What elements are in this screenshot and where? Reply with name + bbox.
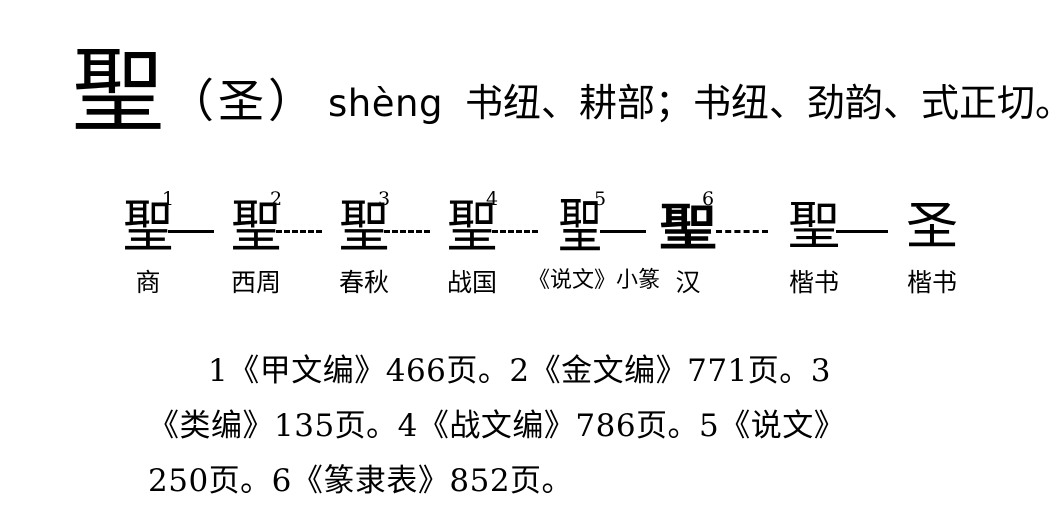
evolution-glyph-7: 聖 — [787, 197, 840, 257]
evolution-superscript-6: 6 — [702, 188, 715, 210]
source-citation-footnotes: 1《甲文编》466页。2《金文编》771页。3 《类编》135页。4《战文编》7… — [148, 344, 938, 509]
evolution-glyph-4: 聖 — [447, 194, 497, 260]
evolution-label-2: 西周 — [230, 268, 281, 297]
evolution-label-6: 汉 — [675, 268, 701, 297]
evolution-connector-6 — [716, 230, 768, 233]
evolution-glyph-box-7: 聖 — [762, 186, 866, 268]
evolution-glyph-8: 圣 — [905, 197, 958, 257]
evolution-connector-1 — [168, 230, 214, 233]
evolution-connector-2 — [276, 230, 322, 233]
headword-line: 聖 （ 圣 ） shèng 书纽、耕部；书纽、劲韵、式正切。 — [72, 38, 1061, 145]
evolution-label-4: 战国 — [446, 268, 497, 297]
evolution-superscript-5: 5 — [594, 188, 607, 210]
variant-close-paren: ） — [268, 74, 315, 128]
evolution-item-8: 圣楷书 — [880, 186, 984, 312]
evolution-superscript-3: 3 — [378, 188, 391, 210]
evolution-glyph-1: 聖 — [123, 194, 173, 260]
evolution-connector-3 — [384, 230, 430, 233]
footnote-line-1: 1《甲文编》466页。2《金文编》771页。3 — [208, 353, 832, 389]
evolution-superscript-2: 2 — [270, 188, 283, 210]
evolution-label-8: 楷书 — [906, 268, 957, 297]
evolution-superscript-4: 4 — [486, 188, 499, 210]
footnote-line-2: 《类编》135页。4《战文编》786页。5《说文》 — [148, 408, 846, 444]
evolution-item-7: 聖楷书 — [762, 186, 866, 312]
fanqie-phonology-note: 书纽、耕部；书纽、劲韵、式正切。 — [464, 81, 1061, 125]
evolution-label-7: 楷书 — [788, 268, 839, 297]
evolution-glyph-2: 聖 — [231, 194, 281, 260]
evolution-glyph-box-8: 圣 — [880, 186, 984, 268]
evolution-connector-4 — [492, 230, 538, 233]
headword-traditional-character: 聖 — [72, 38, 165, 145]
variant-open-paren: （ — [168, 74, 215, 128]
evolution-glyph-6: 聖 — [659, 197, 717, 257]
headword-simplified-character: 圣 — [218, 74, 265, 128]
evolution-connector-5 — [600, 230, 646, 233]
footnote-line-3: 250页。6《篆隶表》852页。 — [148, 463, 574, 499]
pinyin-reading: shèng — [328, 82, 443, 125]
evolution-label-5: 《说文》小篆 — [528, 268, 661, 293]
evolution-label-1: 商 — [135, 268, 161, 297]
evolution-connector-7 — [836, 230, 888, 233]
evolution-superscript-1: 1 — [162, 188, 175, 210]
evolution-glyph-5: 聖 — [558, 192, 602, 262]
evolution-label-3: 春秋 — [338, 268, 389, 297]
evolution-glyph-3: 聖 — [339, 194, 389, 260]
